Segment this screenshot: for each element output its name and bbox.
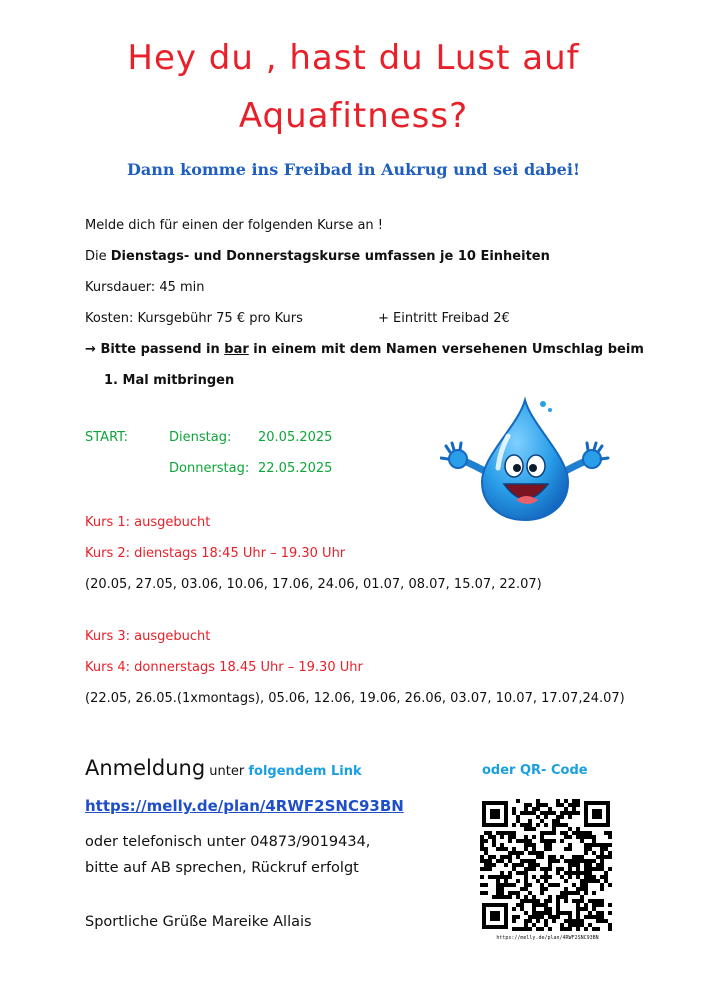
start-date-2: 22.05.2025 [258, 461, 333, 476]
entry-fee-text: + Eintritt Freibad 2€ [378, 311, 510, 326]
kurs-4: Kurs 4: donnerstags 18.45 Uhr – 19.30 Uh… [85, 660, 363, 675]
qr-code-label: oder QR- Code [482, 763, 588, 778]
title-line-2: Aquafitness? [238, 96, 469, 136]
callback-text: bitte auf AB sprechen, Rückruf erfolgt [85, 860, 359, 876]
registration-heading: Anmeldung unter folgendem Link [85, 756, 362, 780]
kurs-3: Kurs 3: ausgebucht [85, 629, 211, 644]
payment-text-a: Bitte passend in [100, 342, 225, 357]
payment-line-1: → Bitte passend in bar in einem mit dem … [85, 342, 644, 357]
start-date-1: 20.05.2025 [258, 430, 333, 445]
start-day-2: Donnerstag: [169, 461, 250, 476]
registration-unter: unter [205, 764, 249, 779]
registration-big: Anmeldung [85, 756, 206, 780]
registration-link-label: folgendem Link [248, 764, 362, 779]
courses-info: Die Dienstags- und Donnerstagskurse umfa… [85, 249, 550, 264]
cost-text: Kosten: Kursgebühr 75 € pro Kurs [85, 311, 303, 326]
greeting-text: Sportliche Grüße Mareike Allais [85, 914, 312, 930]
start-day-1: Dienstag: [169, 430, 232, 445]
water-drop-mascot-icon [440, 396, 610, 522]
registration-url-link[interactable]: https://melly.de/plan/4RWF2SNC93BN [85, 797, 404, 815]
payment-line-2: 1. Mal mitbringen [104, 373, 235, 388]
title-line-1: Hey du , hast du Lust auf [127, 38, 580, 78]
qr-caption: https://melly.de/plan/4RWF2SNC93BN [496, 935, 599, 941]
arrow-icon: → [85, 342, 96, 357]
payment-text-b: in einem mit dem Namen versehenen Umschl… [248, 342, 644, 357]
qr-code-icon[interactable] [480, 799, 612, 931]
start-label: START: [85, 430, 129, 445]
payment-bar: bar [224, 342, 249, 357]
subtitle: Dann komme ins Freibad in Aukrug und sei… [127, 160, 580, 179]
courses-prefix: Die [85, 249, 111, 264]
kurs-4-dates: (22.05, 26.05.(1xmontags), 05.06, 12.06,… [85, 691, 625, 706]
intro-text: Melde dich für einen der folgenden Kurse… [85, 218, 383, 233]
courses-bold: Dienstags- und Donnerstagskurse umfassen… [110, 249, 550, 264]
kurs-1: Kurs 1: ausgebucht [85, 515, 211, 530]
kurs-2: Kurs 2: dienstags 18:45 Uhr – 19.30 Uhr [85, 546, 346, 561]
phone-text: oder telefonisch unter 04873/9019434, [85, 834, 371, 850]
kurs-2-dates: (20.05, 27.05, 03.06, 10.06, 17.06, 24.0… [85, 577, 542, 592]
duration-text: Kursdauer: 45 min [85, 280, 205, 295]
